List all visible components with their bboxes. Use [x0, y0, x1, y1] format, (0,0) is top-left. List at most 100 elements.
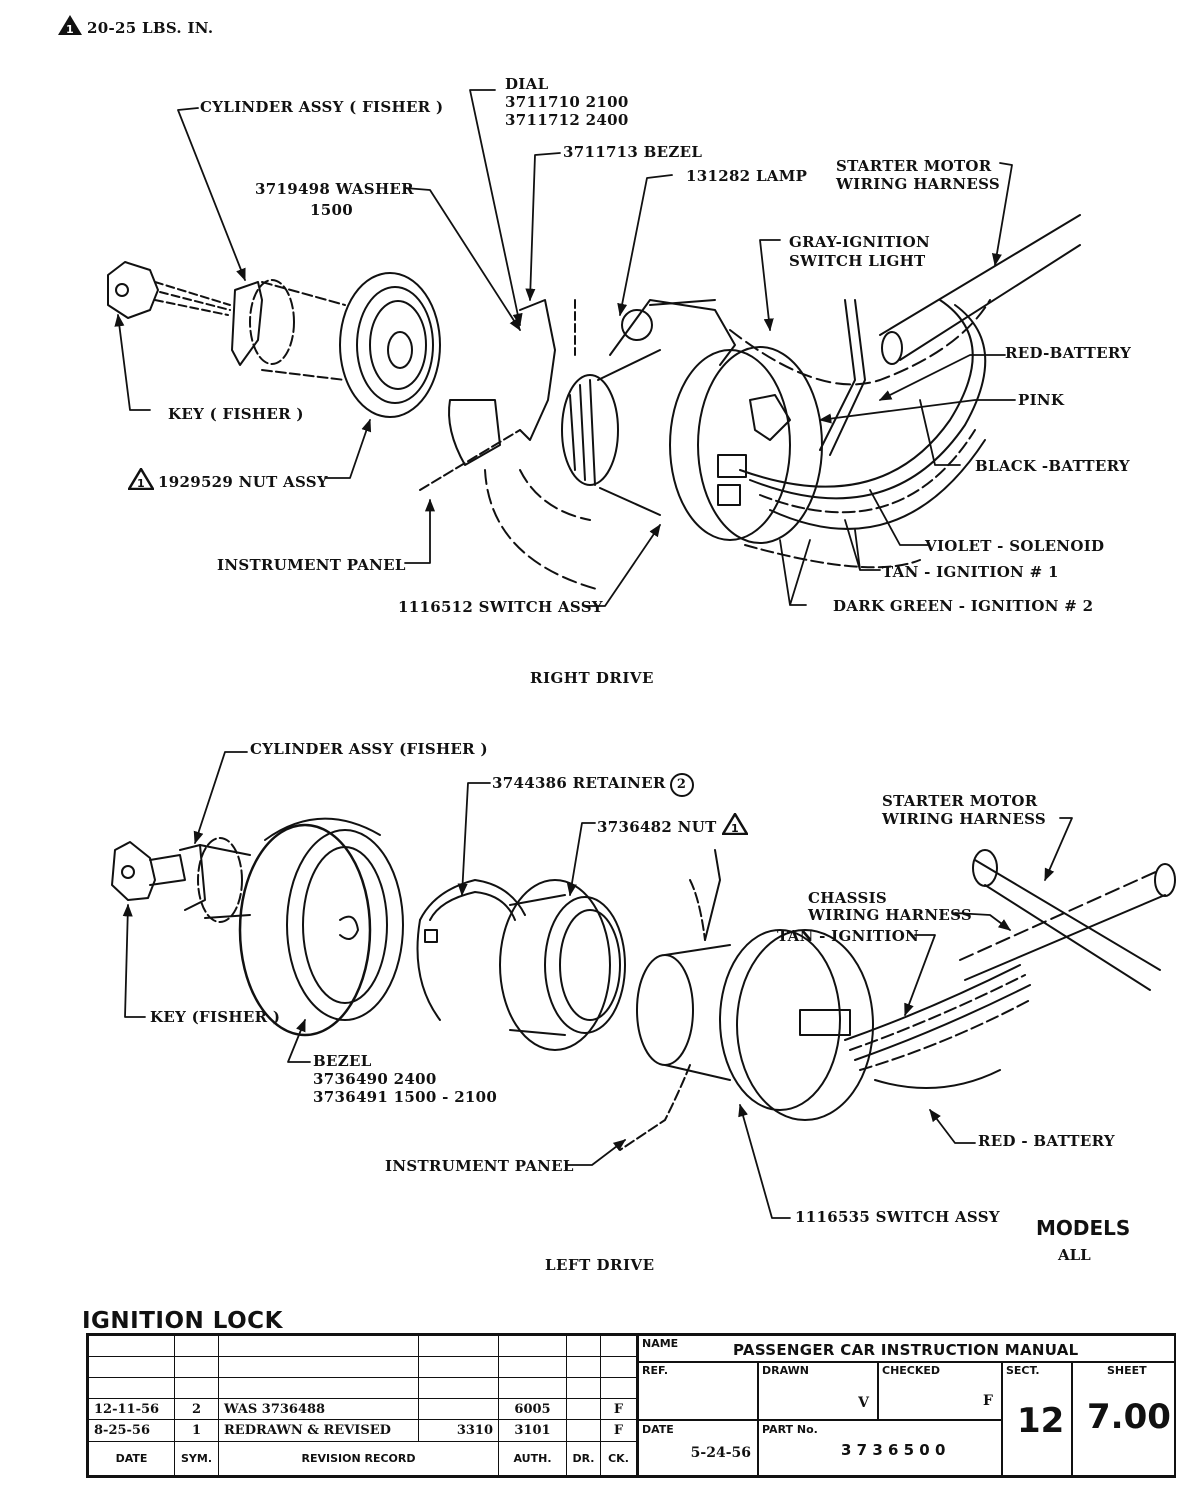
svg-text:1: 1 — [137, 477, 145, 490]
revision-ref-cell — [418, 1398, 499, 1421]
ref-cell: REF. — [638, 1362, 758, 1420]
revision-ck-cell: F — [600, 1398, 637, 1421]
rd-starter-harness-line2: WIRING HARNESS — [836, 175, 1001, 193]
revision-row — [88, 1334, 637, 1358]
note-circle-icon: 2 — [669, 773, 694, 797]
left-drive-retainer-icon — [416, 879, 526, 1021]
revision-ck-cell — [600, 1334, 637, 1358]
name-value: PASSENGER CAR INSTRUCTION MANUAL — [733, 1341, 1079, 1359]
right-drive-leader-lines — [114, 89, 1016, 607]
drawn-value: V — [858, 1395, 869, 1411]
rd-instrument-panel-label: INSTRUMENT PANEL — [217, 556, 406, 574]
ref-caption: REF. — [642, 1364, 669, 1377]
rd-switch-assy-label: 1116512 SWITCH ASSY — [398, 598, 603, 616]
part-number-caption: PART No. — [762, 1423, 818, 1436]
revision-auth-cell: 3101 — [498, 1419, 567, 1442]
right-drive-switch-icon — [561, 299, 823, 544]
left-drive-cylinder-icon — [179, 837, 251, 923]
rd-gray-ignition-line2: SWITCH LIGHT — [789, 252, 926, 270]
revision-date-cell — [88, 1377, 175, 1400]
ld-bezel-part-1: 3736490 2400 — [313, 1070, 437, 1088]
left-drive-instrument-panel-icon — [619, 1064, 691, 1151]
revision-sym-cell: 2 — [174, 1398, 219, 1421]
checked-caption: CHECKED — [882, 1364, 941, 1377]
checked-cell: CHECKED F — [878, 1362, 1002, 1420]
revision-row — [88, 1356, 637, 1379]
revision-record-cell — [218, 1356, 419, 1379]
left-drive-key-icon — [111, 841, 186, 901]
ld-cylinder-assy-label: CYLINDER ASSY (FISHER ) — [250, 740, 488, 758]
revision-record-cell — [218, 1377, 419, 1400]
revision-sym-cell — [174, 1334, 219, 1358]
section-caption: SECT. — [1006, 1364, 1040, 1377]
svg-text:1: 1 — [731, 822, 739, 835]
part-number-cell: PART No. 3 7 3 6 5 0 0 — [758, 1420, 1002, 1476]
ld-red-battery-label: RED - BATTERY — [978, 1132, 1115, 1150]
revision-ref-cell — [418, 1356, 499, 1379]
ld-retainer-text: 3744386 RETAINER — [492, 774, 666, 792]
revision-ref-cell — [418, 1334, 499, 1358]
rd-washer-model: 1500 — [310, 201, 353, 219]
left-drive-caption: LEFT DRIVE — [545, 1256, 655, 1274]
header-date: DATE — [88, 1440, 175, 1477]
ld-switch-assy-label: 1116535 SWITCH ASSY — [795, 1208, 1000, 1226]
ld-bezel-title-label: BEZEL — [313, 1052, 372, 1070]
rd-cylinder-assy-label: CYLINDER ASSY ( FISHER ) — [200, 98, 444, 116]
date-cell: DATE 5-24-56 — [638, 1420, 758, 1476]
rd-dial-part-1: 3711710 2100 — [505, 93, 629, 111]
ld-key-label: KEY (FISHER ) — [150, 1008, 281, 1026]
ld-bezel-part-2: 3736491 1500 - 2100 — [313, 1088, 498, 1106]
date-value: 5-24-56 — [690, 1445, 751, 1461]
rd-starter-harness-line1: STARTER MOTOR — [836, 157, 992, 175]
ld-starter-harness-line2: WIRING HARNESS — [882, 810, 1047, 828]
rd-dial-title-label: DIAL — [505, 75, 549, 93]
rd-key-label: KEY ( FISHER ) — [168, 405, 304, 423]
revision-dr-cell — [566, 1334, 601, 1358]
rd-nut-assy-label: 1 1929529 NUT ASSY — [126, 466, 328, 492]
rd-black-battery-label: BLACK -BATTERY — [975, 457, 1130, 475]
drawing-title: IGNITION LOCK — [82, 1308, 283, 1334]
revision-sym-cell — [174, 1356, 219, 1379]
right-drive-key-icon — [107, 261, 231, 319]
right-drive-bezel-icon — [448, 299, 576, 466]
revision-dr-cell — [566, 1398, 601, 1421]
left-drive-bezel-icon — [238, 817, 404, 1037]
section-cell: SECT. 12 — [1002, 1362, 1072, 1476]
rd-washer-label: 3719498 WASHER — [255, 180, 414, 198]
header-dr: DR. — [566, 1440, 601, 1477]
revision-auth-cell: 6005 — [498, 1398, 567, 1421]
drawn-caption: DRAWN — [762, 1364, 809, 1377]
revision-ck-cell: F — [600, 1419, 637, 1442]
right-drive-cylinder-icon — [231, 279, 346, 381]
name-cell: NAME PASSENGER CAR INSTRUCTION MANUAL — [638, 1335, 1176, 1362]
right-drive-wiring-harness-icon — [729, 214, 1081, 569]
revision-ck-cell — [600, 1356, 637, 1379]
rd-tan-ignition-label: TAN - IGNITION # 1 — [882, 563, 1059, 581]
revision-ck-cell — [600, 1377, 637, 1400]
ld-chassis-harness-line1: CHASSIS — [808, 889, 888, 907]
models-title: MODELS — [1036, 1216, 1131, 1240]
right-drive-caption: RIGHT DRIVE — [530, 669, 654, 687]
rd-pink-label: PINK — [1018, 391, 1065, 409]
left-drive-wiring-harness-icon — [844, 849, 1176, 1089]
revision-date-cell: 12-11-56 — [88, 1398, 175, 1421]
header-revision-record: REVISION RECORD — [218, 1440, 499, 1477]
warning-triangle-icon: 1 — [720, 811, 750, 836]
right-drive-instrument-panel-icon — [419, 429, 601, 591]
sheet-value: 7.00 — [1087, 1397, 1171, 1437]
left-drive-nut-icon — [499, 879, 626, 1051]
rd-gray-ignition-line1: GRAY-IGNITION — [789, 233, 931, 251]
revision-sym-cell — [174, 1377, 219, 1400]
ld-tan-ignition-label: TAN - IGNITION — [777, 927, 920, 945]
name-caption: NAME — [642, 1337, 679, 1350]
rd-dial-part-2: 3711712 2400 — [505, 111, 629, 129]
torque-note-text: 20-25 LBS. IN. — [87, 19, 214, 37]
revision-dr-cell — [566, 1356, 601, 1379]
ld-starter-harness-line1: STARTER MOTOR — [882, 792, 1038, 810]
left-drive-leader-lines — [122, 751, 1073, 1219]
revision-record-cell: REDRAWN & REVISED — [218, 1419, 419, 1442]
